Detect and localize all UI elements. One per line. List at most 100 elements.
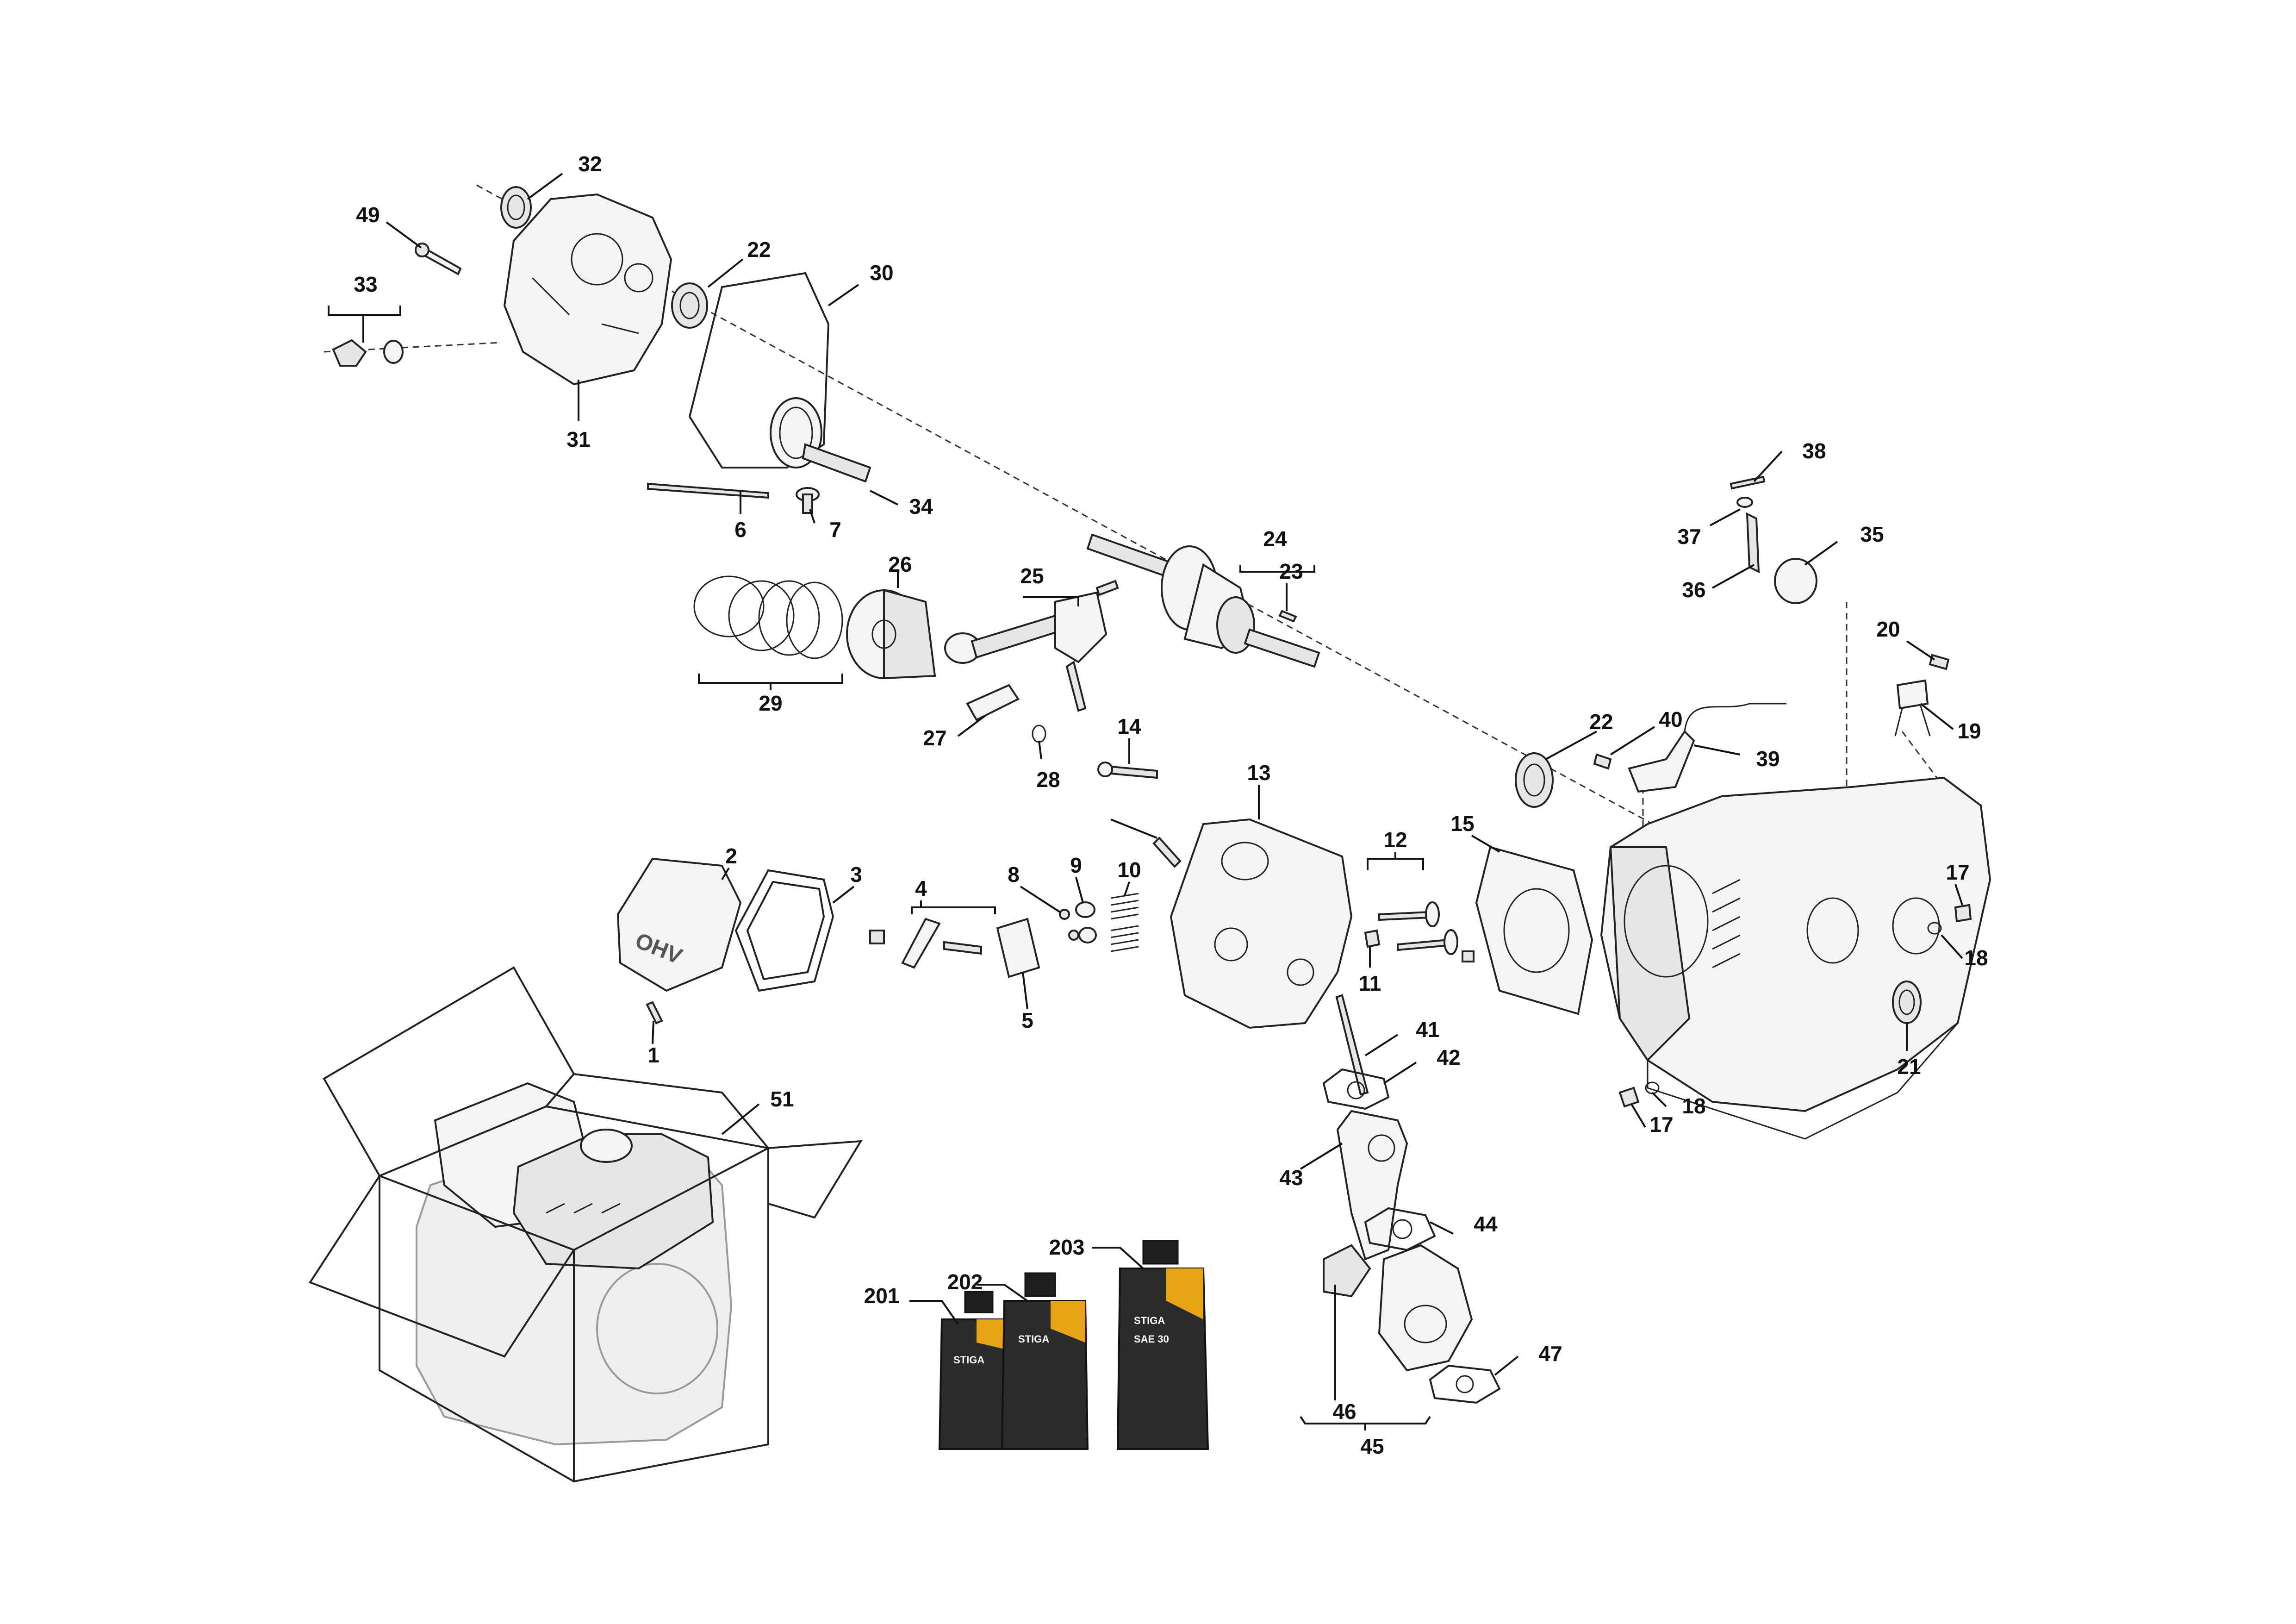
callout-43: 43 — [1279, 1166, 1303, 1190]
head-gasket — [1475, 846, 1593, 1015]
callout-13: 13 — [1247, 761, 1270, 785]
gasket-44 — [1364, 1207, 1436, 1251]
bolt-49 — [415, 243, 462, 275]
callout-10: 10 — [1117, 858, 1141, 882]
camshaft — [770, 397, 871, 483]
callout-23: 23 — [1279, 559, 1303, 583]
clip-28 — [1032, 725, 1046, 743]
valve-seal-11 — [1364, 929, 1381, 948]
callout-44: 44 — [1474, 1212, 1498, 1236]
bottle-brand-202: STIGA — [1018, 1333, 1049, 1345]
callout-5: 5 — [1021, 1008, 1033, 1032]
governor — [1730, 475, 1817, 604]
stud-48 — [1152, 837, 1182, 868]
piston-pin — [966, 684, 1020, 721]
callout-27: 27 — [923, 726, 946, 750]
stud-41 — [1335, 994, 1369, 1096]
callout-24: 24 — [1263, 527, 1287, 551]
callout-51: 51 — [770, 1087, 794, 1111]
callout-25: 25 — [1020, 564, 1044, 588]
callout-49: 49 — [356, 203, 380, 227]
callout-47: 47 — [1538, 1342, 1562, 1366]
screw-1 — [646, 1001, 663, 1024]
callout-21: 21 — [1897, 1055, 1921, 1079]
bolt-40 — [1593, 753, 1612, 770]
callout-203: 203 — [1049, 1235, 1085, 1259]
oil-sensor — [1628, 703, 1786, 793]
callout-19: 19 — [1957, 719, 1981, 743]
bracket-19 — [1894, 679, 1931, 737]
piston — [846, 589, 936, 680]
callout-40: 40 — [1659, 707, 1682, 731]
callout-30: 30 — [870, 261, 893, 285]
callout-4: 4 — [915, 876, 927, 900]
callout-17-bottom: 17 — [1649, 1112, 1673, 1137]
insulator-43 — [1336, 1110, 1408, 1261]
callout-20: 20 — [1876, 617, 1900, 641]
gasket-47 — [1429, 1364, 1501, 1404]
plug-small — [1462, 950, 1475, 962]
callout-28: 28 — [1036, 768, 1060, 792]
rocker-gasket — [734, 869, 834, 992]
callout-201: 201 — [864, 1284, 900, 1308]
connecting-rod — [944, 580, 1119, 712]
bolts-17-18-bottom — [1618, 1081, 1660, 1108]
bearing-22-right — [1515, 752, 1554, 808]
leader-lines — [328, 173, 1963, 1430]
bottle-brand-201: STIGA — [953, 1354, 984, 1366]
callout-9: 9 — [1070, 853, 1082, 877]
callout-2: 2 — [725, 844, 737, 868]
key-23 — [1278, 610, 1297, 623]
valve-springs — [1110, 893, 1139, 952]
callout-45: 45 — [1360, 1434, 1384, 1458]
gasket-42 — [1322, 1068, 1390, 1110]
callout-14: 14 — [1117, 714, 1141, 738]
callout-1: 1 — [647, 1043, 660, 1067]
callout-36: 36 — [1682, 578, 1705, 602]
drain-plug-33 — [332, 339, 404, 367]
breather-parts — [869, 918, 1040, 978]
bearing-22-top — [671, 282, 708, 329]
callout-41: 41 — [1416, 1018, 1439, 1042]
engine-block — [1600, 776, 1991, 1140]
callout-32: 32 — [578, 152, 602, 176]
callout-33: 33 — [354, 272, 377, 296]
oil-bottle-203: STIGA SAE 30 — [1116, 1240, 1209, 1450]
callout-29: 29 — [759, 691, 782, 715]
cylinder-head — [1170, 818, 1353, 1029]
callout-12: 12 — [1383, 828, 1407, 852]
callout-38: 38 — [1802, 439, 1826, 463]
head-bolt-14 — [1097, 762, 1158, 779]
callout-31: 31 — [566, 427, 590, 451]
callout-42: 42 — [1437, 1045, 1460, 1069]
callout-18-bottom: 18 — [1682, 1094, 1705, 1118]
callout-15: 15 — [1450, 812, 1474, 836]
callout-11: 11 — [1359, 971, 1381, 995]
callout-34: 34 — [909, 494, 933, 518]
engine-box — [308, 966, 863, 1483]
piston-rings — [693, 575, 843, 659]
valves — [1378, 901, 1458, 955]
callout-39: 39 — [1756, 747, 1780, 771]
callout-3: 3 — [850, 862, 862, 887]
valve-keepers — [1059, 901, 1097, 943]
callout-6: 6 — [734, 518, 747, 542]
oil-bottle-202: STIGA — [1001, 1272, 1089, 1450]
bottle-brand-203: STIGA — [1134, 1315, 1165, 1326]
carburetor — [1323, 1244, 1473, 1372]
callout-7: 7 — [829, 518, 841, 542]
oil-seal-32 — [500, 186, 532, 229]
callout-202: 202 — [947, 1270, 983, 1294]
seal-21 — [1892, 981, 1922, 1024]
callout-37: 37 — [1677, 525, 1701, 549]
callout-18-right: 18 — [1964, 946, 1988, 970]
crankcase-cover — [503, 193, 672, 386]
callout-22-top: 22 — [747, 237, 771, 262]
tappet — [796, 487, 820, 514]
gasket-30 — [688, 272, 830, 468]
callout-22-right: 22 — [1589, 710, 1613, 734]
callout-17-right: 17 — [1946, 860, 1969, 884]
callout-labels: 1 2 3 4 5 6 7 8 9 10 11 12 13 14 15 17 1… — [354, 152, 1988, 1458]
callout-46: 46 — [1332, 1399, 1356, 1424]
